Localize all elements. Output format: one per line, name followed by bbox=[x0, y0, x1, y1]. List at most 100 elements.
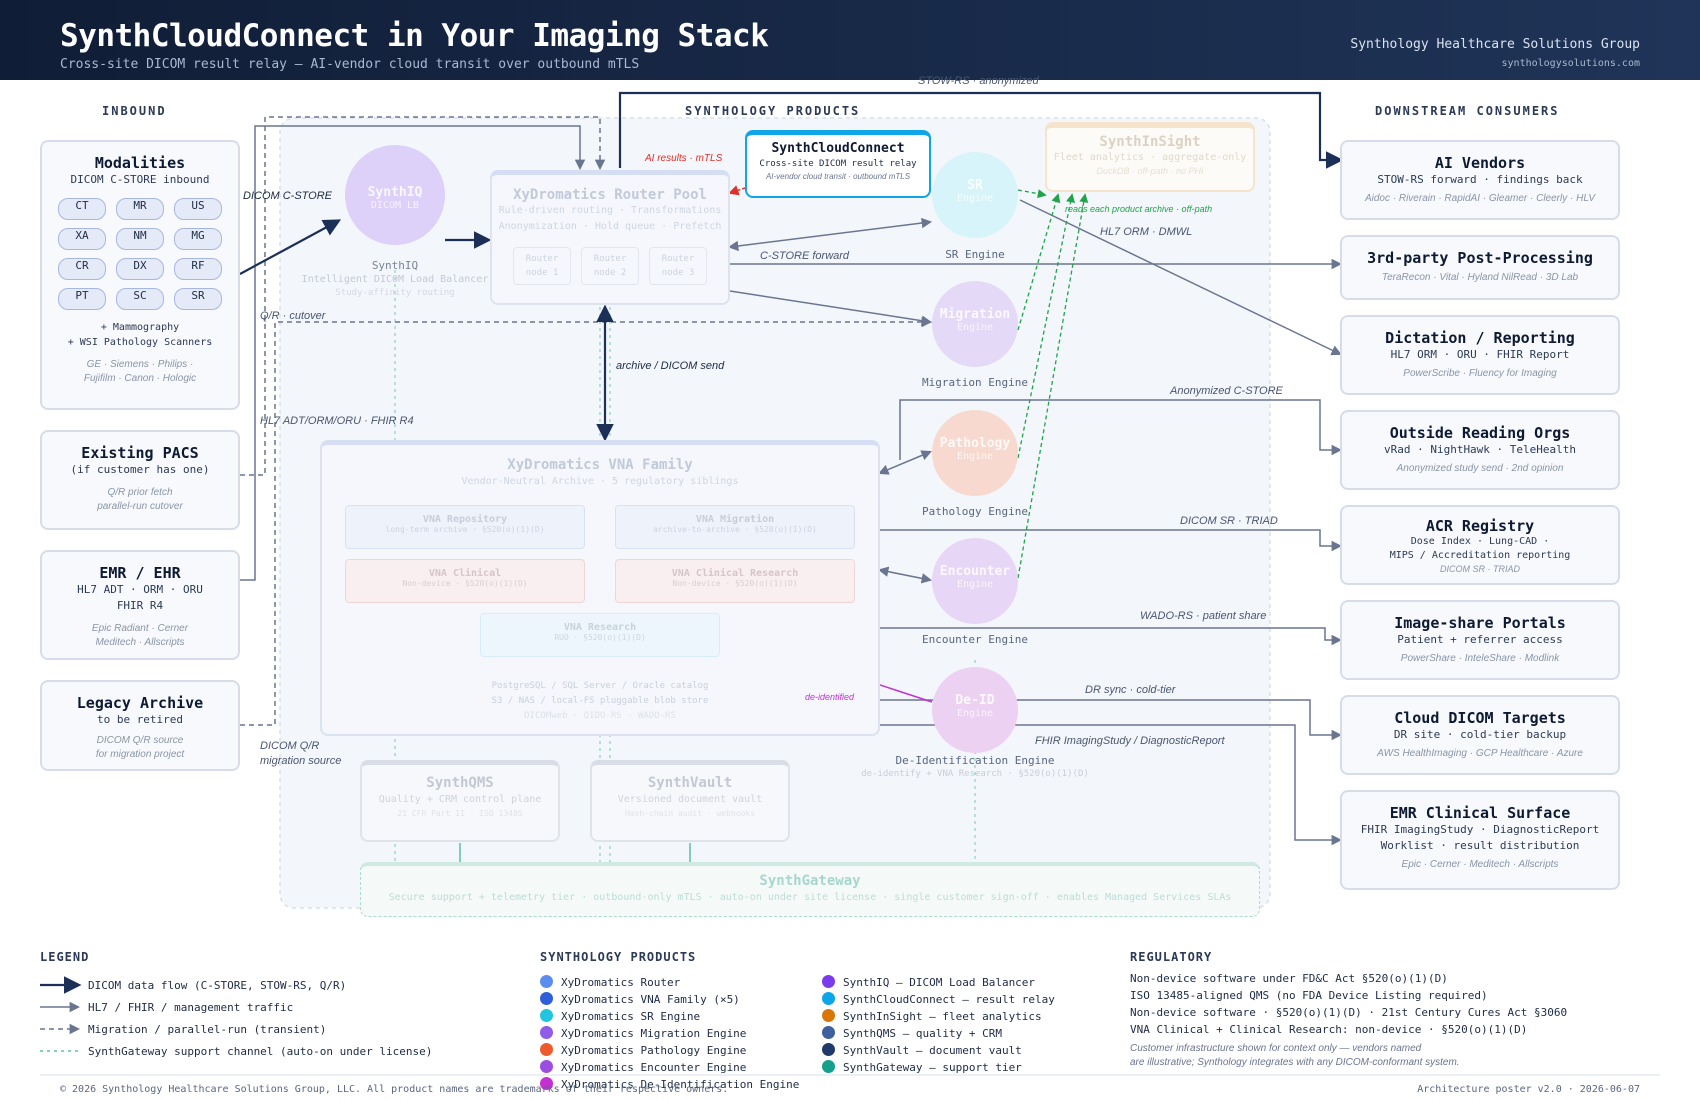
edge-label-sr-triad: DICOM SR · TRIAD bbox=[1180, 515, 1278, 527]
legend-product-item: SynthGateway — support tier bbox=[822, 1059, 1055, 1076]
legend-item-dicom: DICOM data flow (C-STORE, STOW-RS, Q/R) bbox=[88, 979, 347, 992]
legend-product-item: SynthIQ — DICOM Load Balancer bbox=[822, 974, 1055, 991]
color-dot bbox=[822, 1043, 835, 1056]
modality-pill: NM bbox=[116, 228, 164, 250]
regulatory-note-2: are illustrative; Synthology integrates … bbox=[1130, 1057, 1460, 1068]
legacy-box: Legacy Archive to be retired DICOM Q/R s… bbox=[40, 680, 240, 771]
sr-engine-caption: SR Engine bbox=[945, 248, 1005, 261]
modalities-vendors-1: GE · Siemens · Philips · bbox=[86, 359, 194, 370]
card-title: 3rd-party Post-Processing bbox=[1367, 249, 1593, 267]
downstream-card-cloud-dicom: Cloud DICOM Targets DR site · cold-tier … bbox=[1340, 695, 1620, 775]
regulatory-line: VNA Clinical + Clinical Research: non-de… bbox=[1130, 1023, 1528, 1036]
modality-pill: MG bbox=[174, 228, 222, 250]
legend-product-item: SynthVault — document vault bbox=[822, 1042, 1055, 1059]
color-dot bbox=[822, 975, 835, 988]
regulatory-line: ISO 13485-aligned QMS (no FDA Device Lis… bbox=[1130, 989, 1488, 1002]
card-note: DICOM SR · TRIAD bbox=[1440, 564, 1520, 574]
pacs-box: Existing PACS (if customer has one) Q/R … bbox=[40, 430, 240, 530]
regulatory-note-1: Customer infrastructure shown for contex… bbox=[1130, 1043, 1422, 1054]
color-dot bbox=[822, 1026, 835, 1039]
migration-engine-sub: Engine bbox=[956, 322, 994, 333]
synthqms-box: SynthQMS Quality + CRM control plane 21 … bbox=[360, 760, 560, 842]
modality-pill: CT bbox=[58, 198, 106, 220]
card-note: TeraRecon · Vital · Hyland NilRead · 3D … bbox=[1381, 272, 1579, 283]
color-dot bbox=[540, 975, 553, 988]
regulatory-line: Non-device software under FD&C Act §520(… bbox=[1130, 972, 1448, 985]
deid-engine-caption-2: de-identify + VNA Research · §520(o)(1)(… bbox=[861, 769, 1089, 779]
vault-note: Hash-chain audit · webhooks bbox=[624, 809, 756, 818]
page-title: SynthCloudConnect in Your Imaging Stack bbox=[60, 18, 769, 54]
edge-label-wado: WADO-RS · patient share bbox=[1140, 610, 1267, 622]
regulatory-list: Non-device software under FD&C Act §520(… bbox=[1130, 970, 1567, 1038]
emr-sub-2: FHIR R4 bbox=[116, 599, 164, 612]
card-title: Dictation / Reporting bbox=[1385, 329, 1575, 347]
legend-product-item: XyDromatics De-Identification Engine bbox=[540, 1076, 799, 1093]
scc-note: AI-vendor cloud transit · outbound mTLS bbox=[765, 172, 911, 181]
synthcloudconnect-box: SynthCloudConnect Cross-site DICOM resul… bbox=[745, 130, 931, 198]
edge-label-reads: reads each product archive · off-path bbox=[1065, 204, 1213, 214]
encounter-engine-node: Encounter Engine bbox=[932, 538, 1018, 624]
legend-product-item: XyDromatics SR Engine bbox=[540, 1008, 799, 1025]
color-dot bbox=[822, 1009, 835, 1022]
footer-version: Architecture poster v2.0 · 2026-06-07 bbox=[1417, 1084, 1640, 1095]
scc-title: SynthCloudConnect bbox=[771, 141, 905, 156]
card-sub: FHIR ImagingStudy · DiagnosticReport bbox=[1360, 823, 1600, 836]
qms-note: 21 CFR Part 11 · ISO 13485 bbox=[397, 809, 523, 818]
emr-title: EMR / EHR bbox=[99, 564, 181, 582]
card-title: Image-share Portals bbox=[1394, 614, 1566, 632]
pacs-title: Existing PACS bbox=[81, 444, 199, 462]
router-pool-box: XyDromatics Router Pool Rule-driven rout… bbox=[490, 170, 730, 305]
deid-engine-title: De-ID bbox=[955, 693, 995, 708]
modalities-extra-1: + Mammography bbox=[100, 322, 180, 333]
card-note: AWS HealthImaging · GCP Healthcare · Azu… bbox=[1377, 748, 1583, 759]
legend-products-left: XyDromatics Router XyDromatics VNA Famil… bbox=[540, 974, 799, 1093]
emr-box: EMR / EHR HL7 ADT · ORM · ORU FHIR R4 Ep… bbox=[40, 550, 240, 660]
card-sub-2: Worklist · result distribution bbox=[1380, 839, 1580, 852]
vault-sub: Versioned document vault bbox=[617, 794, 763, 805]
legend-product-item: XyDromatics Encounter Engine bbox=[540, 1059, 799, 1076]
emr-note-2: Meditech · Allscripts bbox=[95, 637, 185, 648]
deid-engine-caption: De-Identification Engine bbox=[895, 754, 1055, 767]
migration-engine-caption: Migration Engine bbox=[922, 376, 1028, 389]
legend-products-right: SynthIQ — DICOM Load Balancer SynthCloud… bbox=[822, 974, 1055, 1076]
edge-label-fhir: FHIR ImagingStudy / DiagnosticReport bbox=[1035, 735, 1225, 747]
edge-label-qr-source-2: migration source bbox=[260, 755, 342, 767]
downstream-card-acr-registry: ACR Registry Dose Index · Lung-CAD · MIP… bbox=[1340, 505, 1620, 585]
card-title: Outside Reading Orgs bbox=[1389, 424, 1571, 442]
migration-engine-node: Migration Engine bbox=[932, 281, 1018, 367]
deid-engine-sub: Engine bbox=[956, 708, 994, 719]
synthiq-caption-3: Study-affinity routing bbox=[335, 288, 455, 298]
modalities-title: Modalities bbox=[94, 154, 186, 172]
modalities-sub: DICOM C-STORE inbound bbox=[70, 173, 210, 186]
card-note: PowerScribe · Fluency for Imaging bbox=[1403, 368, 1557, 379]
sr-engine-title: SR bbox=[967, 178, 983, 193]
legend-product-item: XyDromatics Migration Engine bbox=[540, 1025, 799, 1042]
synthgateway-box: SynthGateway Secure support + telemetry … bbox=[360, 862, 1260, 917]
legend-product-item: SynthInSight — fleet analytics bbox=[822, 1008, 1055, 1025]
edge-label-hl7: HL7 ADT/ORM/ORU · FHIR R4 bbox=[260, 415, 414, 427]
pathology-engine-title: Pathology bbox=[939, 436, 1011, 451]
legend-product-item: SynthQMS — quality + CRM bbox=[822, 1025, 1055, 1042]
header-bar: SynthCloudConnect in Your Imaging Stack … bbox=[0, 0, 1700, 80]
insight-title: SynthInSight bbox=[1099, 134, 1201, 150]
vna-research-card: VNA Research RUO · §520(o)(1)(D) bbox=[480, 613, 720, 657]
org-name: Synthology Healthcare Solutions Group bbox=[1350, 37, 1640, 52]
legend-lines: DICOM data flow (C-STORE, STOW-RS, Q/R) … bbox=[88, 977, 432, 1065]
org-url: synthologysolutions.com bbox=[1501, 58, 1640, 69]
edge-label-cstore-forward: C-STORE forward bbox=[760, 250, 850, 262]
scc-sub: Cross-site DICOM result relay bbox=[759, 159, 917, 169]
qms-sub: Quality + CRM control plane bbox=[378, 794, 542, 805]
edge-label-ai-results: AI results · mTLS bbox=[645, 153, 723, 164]
modality-pill: SC bbox=[116, 288, 164, 310]
card-title: ACR Registry bbox=[1425, 517, 1535, 535]
insight-sub: Fleet analytics · aggregate-only bbox=[1053, 152, 1247, 163]
pathology-engine-sub: Engine bbox=[956, 451, 994, 462]
vna-migration-card: VNA Migration archive-to-archive · §520(… bbox=[615, 505, 855, 549]
qms-title: SynthQMS bbox=[426, 775, 494, 791]
vna-repository-card: VNA Repository long-term archive · §520(… bbox=[345, 505, 585, 549]
legacy-title: Legacy Archive bbox=[76, 694, 204, 712]
downstream-card-post-processing: 3rd-party Post-Processing TeraRecon · Vi… bbox=[1340, 235, 1620, 300]
edge-label-qr-source-1: DICOM Q/R bbox=[260, 740, 320, 752]
color-dot bbox=[540, 1060, 553, 1073]
